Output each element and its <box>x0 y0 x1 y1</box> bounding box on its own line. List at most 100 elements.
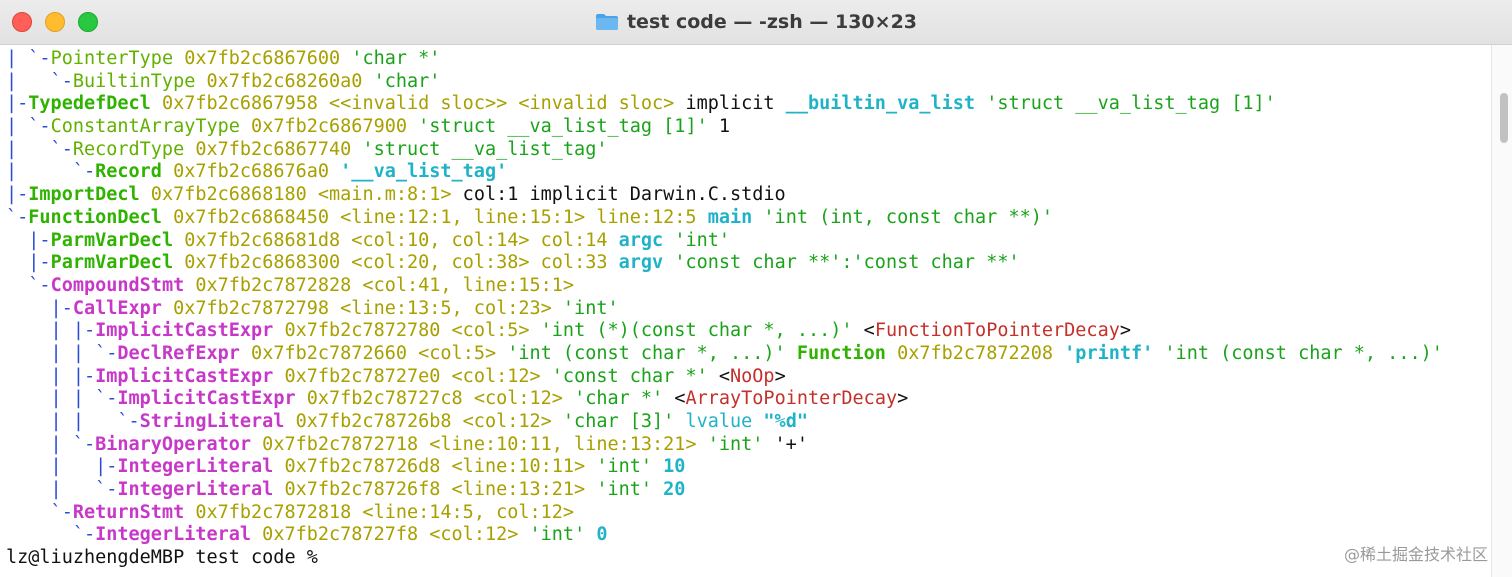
terminal-token: | `- <box>6 70 73 92</box>
terminal-token: implicit <box>674 93 786 115</box>
terminal-token: 'int' <box>663 229 731 251</box>
terminal-token: 0x7fb2c7872780 <box>273 320 441 342</box>
terminal-token: 'int (const char *, ...)' <box>1153 342 1443 364</box>
maximize-button[interactable] <box>78 12 98 32</box>
terminal-line: | `-PointerType 0x7fb2c6867600 'char *' <box>6 48 1492 71</box>
terminal-token: 0x7fb2c68681d8 <box>173 229 341 251</box>
terminal-line: | `-BuiltinType 0x7fb2c68260a0 'char' <box>6 71 1492 94</box>
terminal-token: 1 <box>707 116 731 138</box>
terminal-token: |- <box>6 229 51 251</box>
terminal-line: | | `-DeclRefExpr 0x7fb2c7872660 <col:5>… <box>6 343 1492 366</box>
terminal-output[interactable]: | `-PointerType 0x7fb2c6867600 'char *'|… <box>0 45 1492 577</box>
terminal-token: FunctionToPointerDecay <box>874 320 1120 342</box>
terminal-token: __builtin_va_list <box>785 93 976 115</box>
terminal-token: 0x7fb2c7872828 <box>184 274 352 296</box>
terminal-token: 'char' <box>362 70 441 92</box>
terminal-line: `-CompoundStmt 0x7fb2c7872828 <col:41, l… <box>6 275 1492 298</box>
terminal-token: <col:10, col:14> col:14 <box>340 229 608 251</box>
terminal-token: BuiltinType <box>72 70 196 92</box>
close-button[interactable] <box>12 12 32 32</box>
terminal-token: | `- <box>6 479 118 501</box>
terminal-token: ReturnStmt <box>72 501 185 523</box>
terminal-token: 0x7fb2c6867740 <box>184 138 352 160</box>
terminal-token: `- <box>6 524 96 546</box>
terminal-token: <col:20, col:38> col:33 <box>340 252 608 274</box>
terminal-token: PointerType <box>50 48 174 69</box>
terminal-token: 'char [3]' <box>551 411 675 432</box>
terminal-line: | `-Record 0x7fb2c68676a0 '__va_list_tag… <box>6 161 1492 184</box>
terminal-token: > <box>897 388 909 410</box>
terminal-token: 0x7fb2c68676a0 <box>161 161 330 183</box>
terminal-token: ImplicitCastExpr <box>95 365 274 387</box>
terminal-token: 20 <box>652 479 686 501</box>
terminal-token: <line:14:5, col:12> <box>351 501 575 523</box>
terminal-token: argv <box>607 252 664 274</box>
terminal-token: 0x7fb2c68260a0 <box>195 70 363 92</box>
terminal-token: ImportDecl <box>28 184 140 206</box>
terminal-token: <line:12:1, line:15:1> line:12:5 <box>329 206 697 228</box>
window-title: test code — -zsh — 130×23 <box>626 11 918 33</box>
terminal-token: | | `- <box>6 411 140 432</box>
terminal-line: | |-IntegerLiteral 0x7fb2c78726d8 <line:… <box>6 456 1492 479</box>
terminal-token: | `- <box>6 433 96 455</box>
terminal-token: | `- <box>6 116 51 138</box>
terminal-line: |-TypedefDecl 0x7fb2c6867958 <<invalid s… <box>6 93 1492 116</box>
terminal-token: <col:12> <box>418 524 519 546</box>
terminal-token: ParmVarDecl <box>50 252 174 274</box>
terminal-token: < <box>707 365 731 387</box>
terminal-token: <col:41, line:15:1> <box>351 274 575 296</box>
terminal-line: | `-ConstantArrayType 0x7fb2c6867900 'st… <box>6 116 1492 139</box>
terminal-token: BinaryOperator <box>95 433 252 455</box>
terminal-token: IntegerLiteral <box>95 524 252 546</box>
terminal-token: 'const char *' <box>540 365 708 387</box>
terminal-token: 'char *' <box>562 388 664 410</box>
terminal-token: IntegerLiteral <box>117 479 274 501</box>
terminal-line: |-ParmVarDecl 0x7fb2c6868300 <col:20, co… <box>6 252 1492 275</box>
terminal-token: <col:5> <box>407 342 497 364</box>
terminal-token: <line:13:5, col:23> <box>329 297 552 319</box>
terminal-token: 0x7fb2c7872798 <box>161 297 330 319</box>
terminal-token: '__va_list_tag' <box>329 161 508 183</box>
terminal-token: lz@liuzhengdeMBP test code % <box>6 547 330 569</box>
terminal-token: 0x7fb2c78726d8 <box>273 456 441 478</box>
terminal-token: IntegerLiteral <box>117 456 274 478</box>
terminal-token: 0x7fb2c7872818 <box>184 501 352 523</box>
terminal-line: | |-ImplicitCastExpr 0x7fb2c7872780 <col… <box>6 320 1492 343</box>
terminal-token: 10 <box>652 456 686 478</box>
terminal-token: Function <box>785 342 886 364</box>
title-bar[interactable]: test code — -zsh — 130×23 <box>0 0 1512 45</box>
shell-prompt: lz@liuzhengdeMBP test code % <box>6 547 1492 570</box>
terminal-token: Record <box>95 161 162 183</box>
terminal-token: 0x7fb2c78727c8 <box>295 388 463 410</box>
terminal-token: | `- <box>6 48 51 69</box>
terminal-token: main <box>696 206 753 228</box>
terminal-token: | |- <box>6 456 118 478</box>
minimize-button[interactable] <box>45 12 65 32</box>
scrollbar[interactable] <box>1491 45 1512 577</box>
terminal-token: <col:12> <box>451 411 552 432</box>
terminal-token: 'struct __va_list_tag [1]' <box>407 116 708 138</box>
terminal-token: 0x7fb2c6868300 <box>173 252 341 274</box>
terminal-token: 0x7fb2c78726b8 <box>284 411 452 432</box>
terminal-token: | |- <box>6 365 96 387</box>
terminal-line: | `-RecordType 0x7fb2c6867740 'struct __… <box>6 139 1492 162</box>
terminal-token: | `- <box>6 161 96 183</box>
terminal-token: 'int (*)(const char *, ...)' <box>529 320 853 342</box>
terminal-token: 'printf' <box>1053 342 1154 364</box>
terminal-token: '+' <box>763 433 808 455</box>
terminal-token: 0x7fb2c7872660 <box>239 342 407 364</box>
terminal-token: 'const char **':'const char **' <box>663 252 1020 274</box>
terminal-token: CompoundStmt <box>50 274 185 296</box>
terminal-line: `-IntegerLiteral 0x7fb2c78727f8 <col:12>… <box>6 524 1492 547</box>
scrollbar-thumb[interactable] <box>1500 93 1508 143</box>
terminal-token: ImplicitCastExpr <box>95 320 274 342</box>
terminal-token: <line:10:11> <box>440 456 586 478</box>
terminal-token: ImplicitCastExpr <box>117 388 296 410</box>
terminal-token: 'struct __va_list_tag [1]' <box>975 93 1276 115</box>
terminal-token: |- <box>6 93 29 115</box>
terminal-token: "%d" <box>752 411 808 432</box>
terminal-line: `-FunctionDecl 0x7fb2c6868450 <line:12:1… <box>6 207 1492 230</box>
terminal-token: | | `- <box>6 342 118 364</box>
terminal-token: 0x7fb2c7872718 <box>251 433 419 455</box>
terminal-token: <main.m:8:1> <box>306 184 452 206</box>
